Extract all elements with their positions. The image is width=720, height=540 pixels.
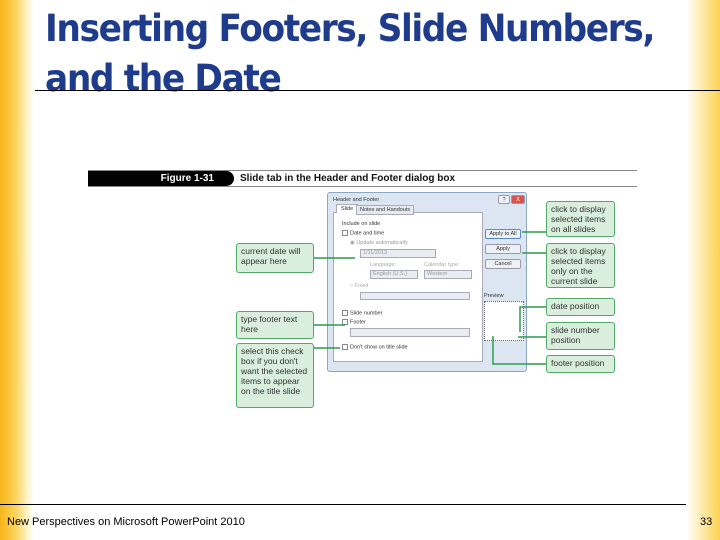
- preview-label: Preview: [484, 293, 504, 299]
- slide-title: Inserting Footers, Slide Numbers, and the…: [45, 4, 655, 104]
- date-time-label: Date and time: [350, 230, 385, 237]
- slide-footer: New Perspectives on Microsoft PowerPoint…: [7, 516, 245, 528]
- dont-show-checkbox[interactable]: Don't show on title slide: [342, 344, 408, 350]
- cancel-button[interactable]: Cancel: [485, 259, 521, 269]
- footer-input[interactable]: [350, 328, 470, 337]
- fixed-input[interactable]: [360, 292, 470, 300]
- slide-number: 33: [700, 516, 713, 528]
- update-auto-radio[interactable]: ◉ Update automatically: [350, 240, 408, 246]
- callout-footer-position: footer position: [546, 355, 615, 373]
- figure-header: Figure 1-31 Slide tab in the Header and …: [88, 170, 637, 187]
- calendar-label: Calendar type:: [424, 262, 460, 268]
- callout-apply: click to display selected items only on …: [546, 243, 615, 288]
- apply-to-all-button[interactable]: Apply to All: [485, 229, 521, 239]
- language-label: Language:: [370, 262, 396, 268]
- figure-label: Figure 1-31: [88, 171, 234, 186]
- help-button[interactable]: ?: [498, 195, 510, 204]
- close-button[interactable]: X: [511, 195, 525, 204]
- footer-label: Footer: [350, 319, 366, 326]
- callout-apply-all: click to display selected items on all s…: [546, 201, 615, 237]
- update-auto-label: Update automatically: [356, 240, 408, 246]
- tab-notes-handouts[interactable]: Notes and Handouts: [356, 205, 415, 215]
- slide-number-label: Slide number: [350, 310, 383, 317]
- calendar-select[interactable]: Western: [424, 270, 472, 279]
- callout-number-position: slide number position: [546, 322, 615, 350]
- left-decorative-bar: [0, 0, 34, 540]
- callout-footer-text: type footer text here: [236, 311, 314, 339]
- preview-box: [484, 301, 524, 341]
- title-line-1: Inserting Footers, Slide Numbers,: [45, 7, 655, 50]
- date-select[interactable]: 1/11/2013: [360, 249, 436, 258]
- slide-number-checkbox[interactable]: Slide number: [342, 310, 382, 316]
- fixed-radio[interactable]: ○ Fixed: [350, 283, 369, 289]
- footer-divider: [0, 504, 686, 505]
- fixed-label: Fixed: [354, 283, 369, 289]
- dont-show-label: Don't show on title slide: [350, 344, 408, 351]
- callout-title-slide: select this check box if you don't want …: [236, 343, 314, 408]
- figure-caption: Slide tab in the Header and Footer dialo…: [240, 173, 456, 184]
- callout-date: current date will appear here: [236, 243, 314, 273]
- dialog-title: Header and Footer: [333, 197, 380, 203]
- apply-button[interactable]: Apply: [485, 244, 521, 254]
- language-select[interactable]: English (U.S.): [370, 270, 418, 279]
- callout-date-position: date position: [546, 298, 615, 316]
- title-line-2: and the Date: [45, 57, 282, 100]
- group-label: Include on slide: [342, 221, 381, 227]
- title-divider: [35, 90, 720, 91]
- date-time-checkbox[interactable]: Date and time: [342, 230, 384, 236]
